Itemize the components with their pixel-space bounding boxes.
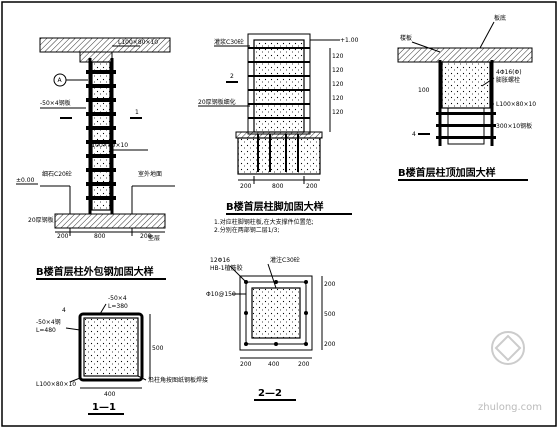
label-rebar-2: 12Φ16 bbox=[210, 257, 230, 264]
section-2-2: 12Φ16 HB-1植筋胶 灌注C30砼 Φ10@150 200 500 200… bbox=[206, 256, 336, 401]
section-mark-b: 2 bbox=[230, 73, 234, 80]
section-2-outer bbox=[239, 275, 313, 351]
label-angle-top: L100×80×10 bbox=[118, 39, 158, 46]
label-plate-left-len-1: L=480 bbox=[36, 327, 56, 334]
label-layer: 细石C20砼 bbox=[42, 170, 72, 178]
label-plate-b: 20厚钢板细化 bbox=[198, 98, 236, 106]
detail-c-title: B楼首层柱顶加固大样 bbox=[398, 166, 496, 179]
note-b-2: 2.分别在两部钢二层1/3; bbox=[214, 226, 279, 234]
label-beam-c: 楼板 bbox=[400, 34, 412, 42]
label-tie-2: Φ10@150 bbox=[206, 291, 236, 298]
mark-c: 4 bbox=[412, 131, 416, 138]
beam-c bbox=[441, 61, 491, 109]
ties-b bbox=[248, 47, 310, 119]
label-rebar-sub-2: HB-1植筋胶 bbox=[210, 264, 243, 272]
mark-1: 4 bbox=[62, 307, 66, 314]
note-b-1: 1.对应柱脚钢柱板,在大支撑件位置范; bbox=[214, 218, 314, 226]
dim-1-h: 500 bbox=[152, 345, 164, 352]
detail-a-column-wrap: A 1 L100×80×10 -50×4钢板 L100×80×10 ±0.00 … bbox=[16, 37, 175, 280]
dim-1-w: 400 bbox=[104, 391, 116, 398]
footing-step bbox=[69, 186, 133, 214]
section-1-title: 1—1 bbox=[92, 402, 116, 413]
dim-b-v2: 120 bbox=[332, 67, 344, 74]
dim-b-v1: 120 bbox=[332, 53, 344, 60]
label-slab-c: 板底 bbox=[494, 14, 506, 22]
base-plate-b bbox=[235, 131, 323, 139]
watermark-text: zhulong.com bbox=[478, 402, 542, 413]
label-anchor-sub-c: 膨胀螺栓 bbox=[496, 76, 520, 84]
detail-a-title: B楼首层柱外包钢加固大样 bbox=[36, 265, 154, 278]
dim-b-v4: 120 bbox=[332, 95, 344, 102]
label-plate-top-1: -50×4 bbox=[108, 295, 127, 302]
section-1-concrete bbox=[83, 317, 139, 377]
battens-c bbox=[436, 112, 496, 139]
label-elev: ±0.00 bbox=[16, 177, 35, 184]
section-mark-a: 1 bbox=[135, 109, 139, 116]
label-grout-2: 灌注C30砼 bbox=[270, 256, 300, 264]
label-note-1: 沿柱角按图纸钢板焊接 bbox=[148, 376, 208, 384]
dim-c: 100 bbox=[418, 87, 430, 94]
batten-plates bbox=[86, 70, 116, 200]
detail-b-column-base: +1.00 灌浆C30砼 2 20厚钢板细化 120 120 120 120 1… bbox=[198, 33, 359, 234]
dim-b-v3: 120 bbox=[332, 81, 344, 88]
dim-2-v3: 200 bbox=[324, 341, 336, 348]
dim-2-v1: 200 bbox=[324, 281, 336, 288]
top-beam-drop bbox=[79, 51, 113, 63]
dim-b-2: 800 bbox=[272, 183, 284, 190]
label-grout-b: 灌浆C30砼 bbox=[214, 38, 244, 46]
label-plate-left-1: -50×4钢 bbox=[36, 318, 61, 326]
label-pad: 垫层 bbox=[148, 234, 160, 242]
footing-b bbox=[237, 137, 321, 175]
label-angle-mid: L100×80×10 bbox=[88, 142, 128, 149]
label-soil: 室外地面 bbox=[138, 170, 162, 178]
label-plate-top-len-1: L=380 bbox=[108, 303, 128, 310]
dim-2-h3: 200 bbox=[298, 361, 310, 368]
dim-a-mid: 800 bbox=[94, 233, 106, 240]
label-plate-c: 300×10钢板 bbox=[496, 122, 532, 130]
footing bbox=[54, 213, 166, 229]
section-1-jacket bbox=[78, 312, 144, 382]
dim-a-right: 200 bbox=[140, 233, 152, 240]
section-2-bars bbox=[244, 280, 308, 346]
dim-2-h2: 400 bbox=[268, 361, 280, 368]
section-1-1: -50×4 L=380 -50×4钢 L=480 L100×80×10 沿柱角按… bbox=[36, 295, 208, 415]
label-anchor-c: 4Φ16(Φ) bbox=[496, 69, 522, 76]
watermark-logo bbox=[491, 331, 525, 365]
detail-c-column-top: 楼板 板底 4Φ16(Φ) 膨胀螺栓 L100×80×10 300×10钢板 4… bbox=[397, 14, 536, 181]
detail-b-title: B楼首层柱脚加固大样 bbox=[226, 200, 324, 213]
dim-b-3: 200 bbox=[306, 183, 318, 190]
dim-b-1: 200 bbox=[240, 183, 252, 190]
dim-2-v2: 500 bbox=[324, 311, 336, 318]
dim-2-h1: 200 bbox=[240, 361, 252, 368]
dim-a-left: 200 bbox=[57, 233, 69, 240]
dim-b-v5: 120 bbox=[332, 109, 344, 116]
label-elev-b: +1.00 bbox=[340, 37, 359, 44]
label-plate-side: -50×4钢板 bbox=[40, 99, 71, 107]
label-angle-c: L100×80×10 bbox=[496, 101, 536, 108]
section-2-core bbox=[251, 287, 301, 339]
label-angle-1: L100×80×10 bbox=[36, 381, 76, 388]
section-2-title: 2—2 bbox=[258, 388, 282, 399]
slab-c bbox=[397, 47, 533, 63]
axis-mark: A bbox=[58, 77, 63, 84]
label-slab: 20厚钢板 bbox=[28, 216, 54, 224]
